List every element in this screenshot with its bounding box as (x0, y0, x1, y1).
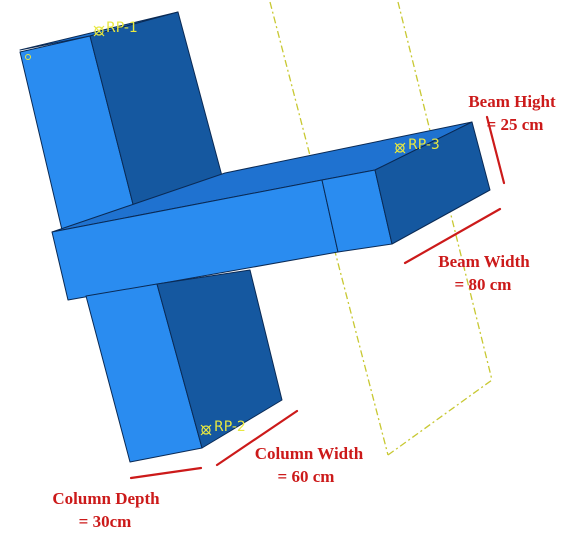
origin-marker (25, 54, 31, 60)
lower-column-side-face (156, 269, 283, 449)
reference-point-rp2[interactable]: RP-2 (200, 419, 246, 436)
beam-width-value: = 80 cm (455, 275, 512, 294)
beam-width-dimension-line (403, 207, 502, 265)
beam[interactable] (51, 121, 491, 301)
column-depth-label: Column Depth (52, 489, 160, 508)
rp2-marker-icon (200, 424, 212, 436)
datum-plane (269, 1, 493, 456)
beam-height-dimension-line (485, 115, 506, 185)
column-depth-annotation: Column Depth = 30cm (52, 489, 160, 531)
beam-height-label: Beam Hight (468, 92, 556, 111)
beam-height-value: = 25 cm (487, 115, 544, 134)
beam-side-face (374, 121, 491, 245)
rp1-label: RP-1 (106, 20, 138, 36)
beam-height-annotation: Beam Hight = 25 cm (468, 92, 556, 134)
rp3-label: RP-3 (408, 137, 440, 153)
reference-point-rp1[interactable]: RP-1 (93, 20, 138, 37)
datum-plane-edge-left (269, 1, 389, 456)
column-depth-value: = 30cm (79, 512, 132, 531)
rp3-marker-icon (394, 142, 406, 154)
rp2-label: RP-2 (214, 419, 246, 435)
beam-width-annotation: Beam Width = 80 cm (438, 252, 530, 294)
beam-width-label: Beam Width (438, 252, 530, 271)
column-width-value: = 60 cm (278, 467, 335, 486)
column-depth-dimension-line (129, 466, 203, 480)
datum-plane-edge-bottom (387, 379, 493, 456)
column-width-annotation: Column Width = 60 cm (255, 444, 364, 486)
rp1-marker-icon (93, 25, 105, 37)
lower-column[interactable] (85, 269, 283, 463)
datum-plane-edge-right (397, 1, 493, 381)
column-width-dimension-line (215, 409, 299, 467)
column-width-label: Column Width (255, 444, 364, 463)
reference-point-rp3[interactable]: RP-3 (394, 137, 440, 154)
dimension-lines (129, 115, 506, 480)
